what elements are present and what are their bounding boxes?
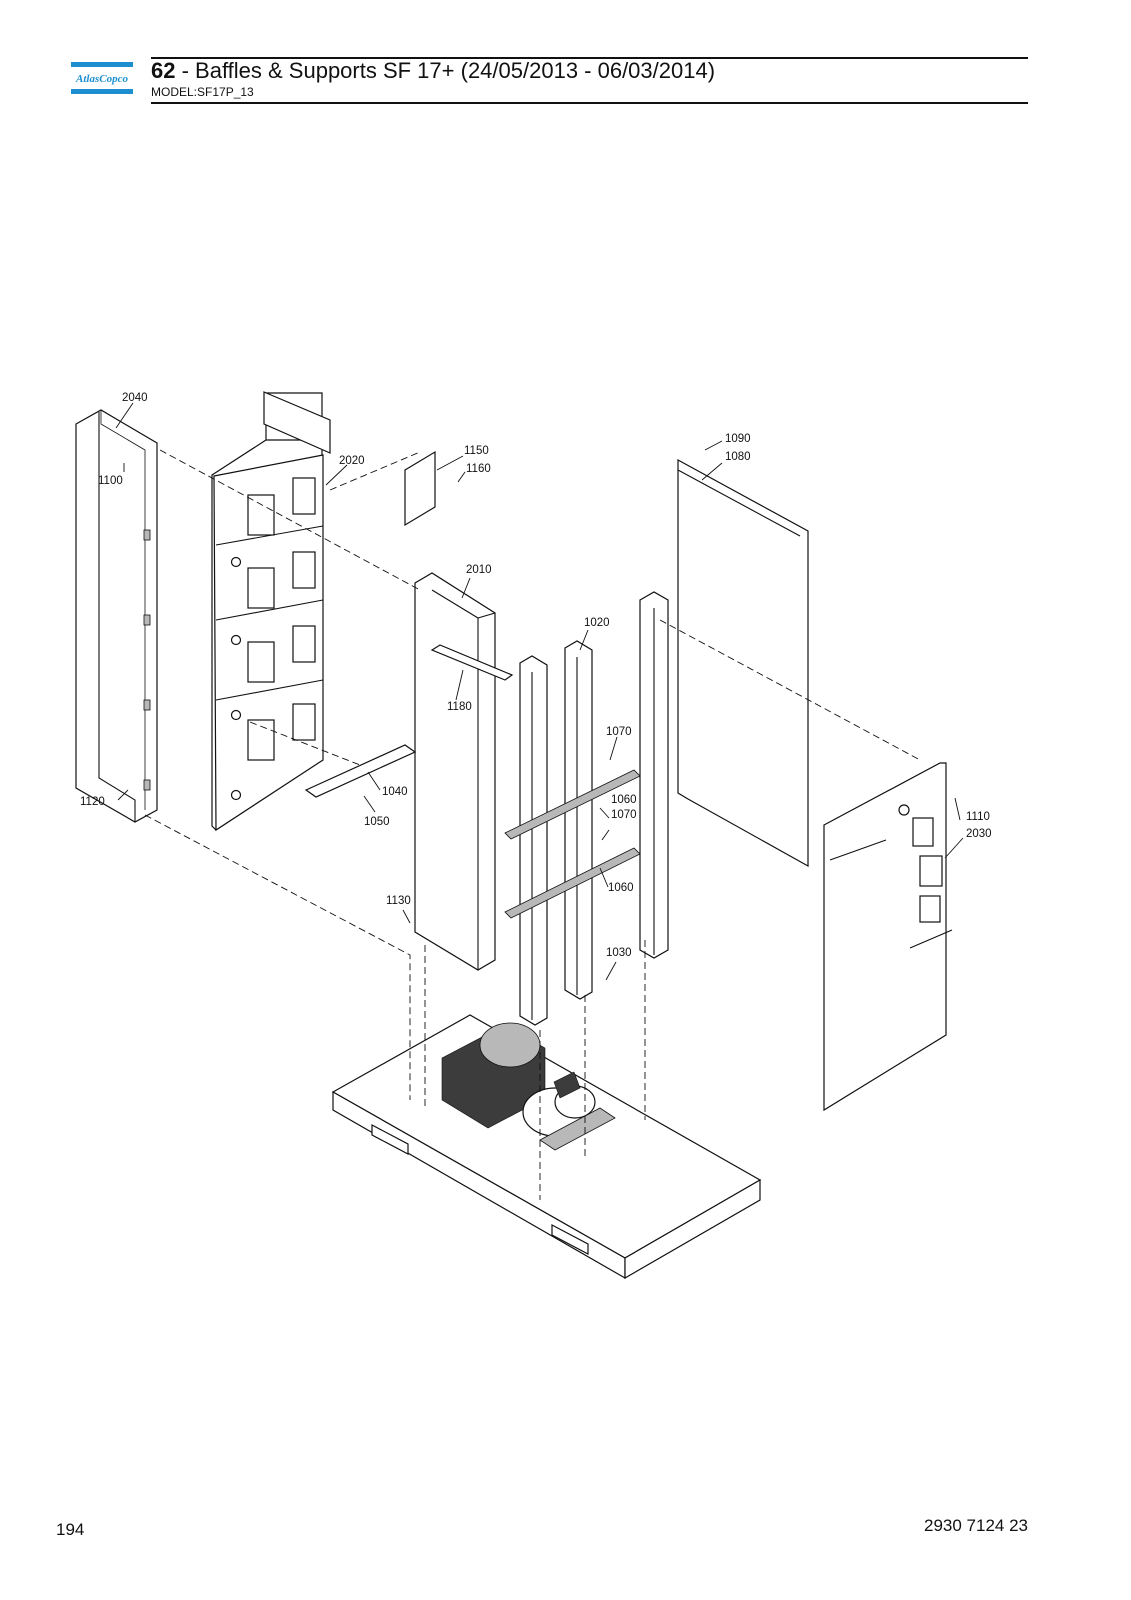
callout-1040: 1040 [382, 786, 408, 798]
logo-bottom-bar [71, 89, 133, 94]
callout-2030: 2030 [966, 828, 992, 840]
callout-2040: 2040 [122, 392, 148, 404]
callout-1120: 1120 [80, 796, 105, 808]
callout-1160: 1160 [466, 463, 491, 475]
header-top-rule [151, 57, 1028, 59]
part-cover-plate-1150 [404, 450, 436, 527]
callout-1130: 1130 [386, 895, 411, 907]
callout-labels: 2040 1100 2020 1150 1160 1090 1080 2010 … [80, 392, 992, 959]
part-bracket-1040 [304, 744, 417, 798]
callout-1070-upper: 1070 [606, 726, 632, 738]
document-number: 2930 7124 23 [924, 1516, 1028, 1535]
callout-2020: 2020 [339, 455, 365, 467]
callout-2010: 2010 [466, 564, 492, 576]
part-side-panel-2040 [75, 409, 158, 823]
callout-1050: 1050 [364, 816, 390, 828]
part-front-baffle-2020 [211, 391, 331, 832]
model-code: MODEL:SF17P_13 [151, 85, 254, 99]
page-number: 194 [56, 1520, 85, 1539]
header-bottom-rule [151, 102, 1028, 104]
callout-1100: 1100 [98, 475, 123, 487]
section-title: - Baffles & Supports SF 17+ (24/05/2013 … [175, 58, 716, 83]
callout-1020: 1020 [584, 617, 610, 629]
logo-wordmark: AtlasCopco [76, 73, 128, 85]
callout-1030: 1030 [606, 947, 632, 959]
callout-1110: 1110 [966, 811, 990, 823]
part-base-frame [331, 1014, 762, 1280]
part-rear-panel-1080 [677, 458, 809, 868]
part-compressor-motor [441, 1022, 616, 1151]
atlas-copco-logo: AtlasCopco [71, 62, 133, 96]
callout-1180: 1180 [447, 701, 472, 713]
callout-1090: 1090 [725, 433, 751, 445]
callout-leader-lines [115, 402, 964, 981]
callout-1070-lower: 1070 [611, 809, 637, 821]
part-right-side-panel-2030 [823, 762, 953, 1112]
callout-1060-upper: 1060 [611, 794, 637, 806]
assembly-dashed-lines [144, 449, 921, 1200]
callout-1060-lower: 1060 [608, 882, 634, 894]
page-title: 62 - Baffles & Supports SF 17+ (24/05/20… [151, 58, 715, 84]
part-intermediate-panel-2010 [414, 572, 514, 971]
callout-1150: 1150 [464, 445, 489, 457]
callout-1080: 1080 [725, 451, 751, 463]
logo-top-bar [71, 62, 133, 67]
part-vertical-supports-1020 [504, 591, 669, 1026]
section-number: 62 [151, 58, 176, 83]
